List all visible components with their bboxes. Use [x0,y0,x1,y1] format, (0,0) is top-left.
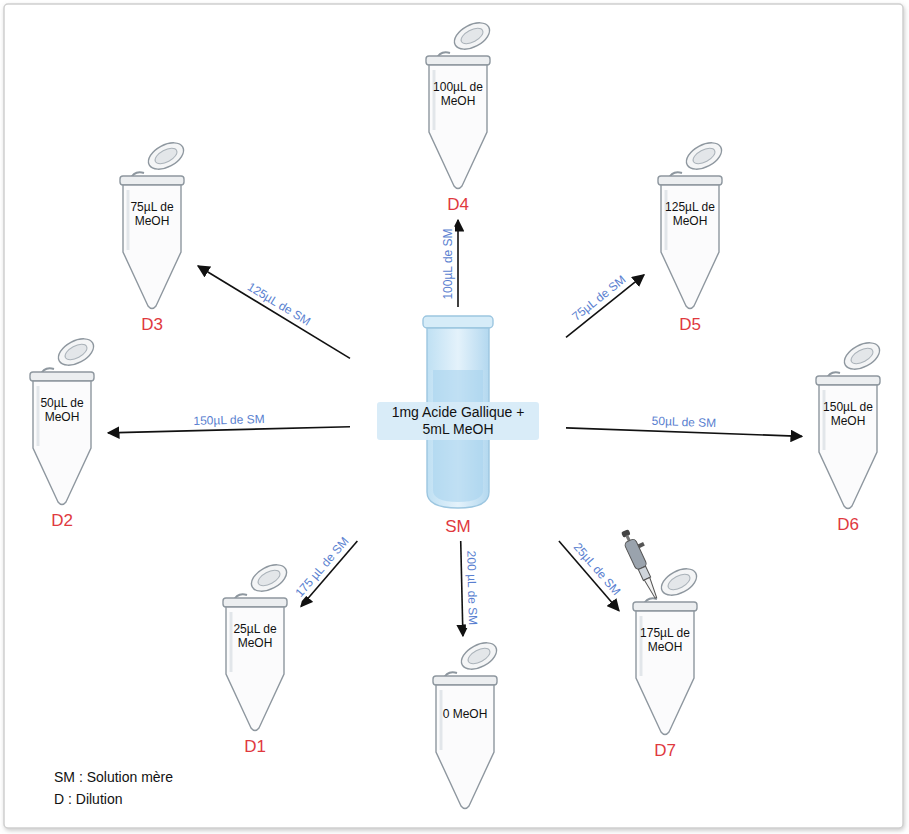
frame-border [4,4,903,828]
tube-label: D5 [679,314,701,336]
dilution-tube: 125µL de MeOH D5 [648,140,732,336]
tube-lid-inner [153,145,180,167]
tube-rim [658,176,722,185]
dilution-tube: 175µL de MeOH D7 [623,566,707,762]
transfer-arrow [461,541,463,636]
tube-body [33,381,91,505]
methanol-volume: 125µL de MeOH [662,188,718,240]
tube-body [819,385,877,509]
tube-rim [433,676,497,685]
sm-tube-rim [423,316,493,328]
methanol-volume: 50µL de MeOH [34,384,90,436]
tube-lid-inner [459,25,486,47]
tube-label: D3 [141,314,163,336]
pipette-ejector [638,542,645,548]
volume-label: 50µL de SM [650,414,719,430]
stock-solution-tube: 1mg Acide Gallique + 5mL MeOH SM [353,310,563,538]
dilution-tube: 75µL de MeOH D3 [110,140,194,336]
microtube-drawing [423,640,507,812]
tube-label: D1 [244,736,266,758]
tube-rim [30,372,94,381]
tube-shine [37,386,40,446]
dilution-tube: 0 MeOH [423,640,507,812]
tube-label: D7 [654,740,676,762]
tube-body [226,607,284,731]
tube-lid-inner [666,571,693,593]
tube-label: D4 [447,194,469,216]
tube-body [436,685,494,809]
dilution-tube: 100µL de MeOH D4 [416,20,500,216]
tube-rim [120,176,184,185]
tube-lid [457,640,501,675]
tube-shine [230,612,233,672]
tube-rim [816,376,880,385]
legend-note: SM : Solution mère [54,768,173,786]
tube-shine [665,190,668,250]
tube-lid [657,566,701,601]
dilution-tube: 25µL de MeOH D1 [213,562,297,758]
tube-lid [682,140,726,175]
tube-label: D6 [837,514,859,536]
dilution-tube: 150µL de MeOH D6 [806,340,890,536]
methanol-volume: 75µL de MeOH [124,188,180,240]
solution-description: 1mg Acide Gallique + 5mL MeOH [377,402,539,440]
tube-shine [433,70,436,130]
transfer-arrow [198,266,350,358]
transfer-arrow [108,427,350,433]
tube-lid [54,336,98,371]
tube-shine [127,190,130,250]
dilution-tube: 50µL de MeOH D2 [20,336,104,532]
tube-lid-inner [849,345,876,367]
methanol-volume: 150µL de MeOH [820,388,876,440]
tube-lid-inner [691,145,718,167]
methanol-volume: 175µL de MeOH [637,614,693,666]
tube-rim [426,56,490,65]
methanol-volume: 0 MeOH [437,688,493,740]
tube-lid [247,562,291,597]
volume-label: 150µL de SM [191,412,267,428]
tube-body [429,65,487,189]
tube-body [123,185,181,309]
methanol-volume: 25µL de MeOH [227,610,283,662]
methanol-volume: 100µL de MeOH [430,68,486,120]
tube-lid [144,140,188,175]
tube-lid-inner [256,567,283,589]
tube-rim [223,598,287,607]
legend-note: D : Dilution [54,790,122,808]
tube-lid-inner [63,341,90,363]
pipette-tip [644,578,658,600]
pipette-handle [624,538,648,570]
transfer-arrow [457,220,459,307]
tube-label: D2 [51,510,73,532]
tube-lid-inner [466,645,493,667]
tube-rim [633,602,697,611]
tube-shine [440,690,443,750]
tube-body [636,611,694,735]
tube-shine [823,390,826,450]
volume-label: 200 µL de SM [464,549,480,628]
tube-shine [640,616,643,676]
transfer-arrow [566,428,802,436]
tube-label: SM [445,516,471,538]
volume-label: 100µL de SM [441,226,455,301]
tube-body [661,185,719,309]
tube-lid [450,20,494,55]
tube-lid [840,340,884,375]
